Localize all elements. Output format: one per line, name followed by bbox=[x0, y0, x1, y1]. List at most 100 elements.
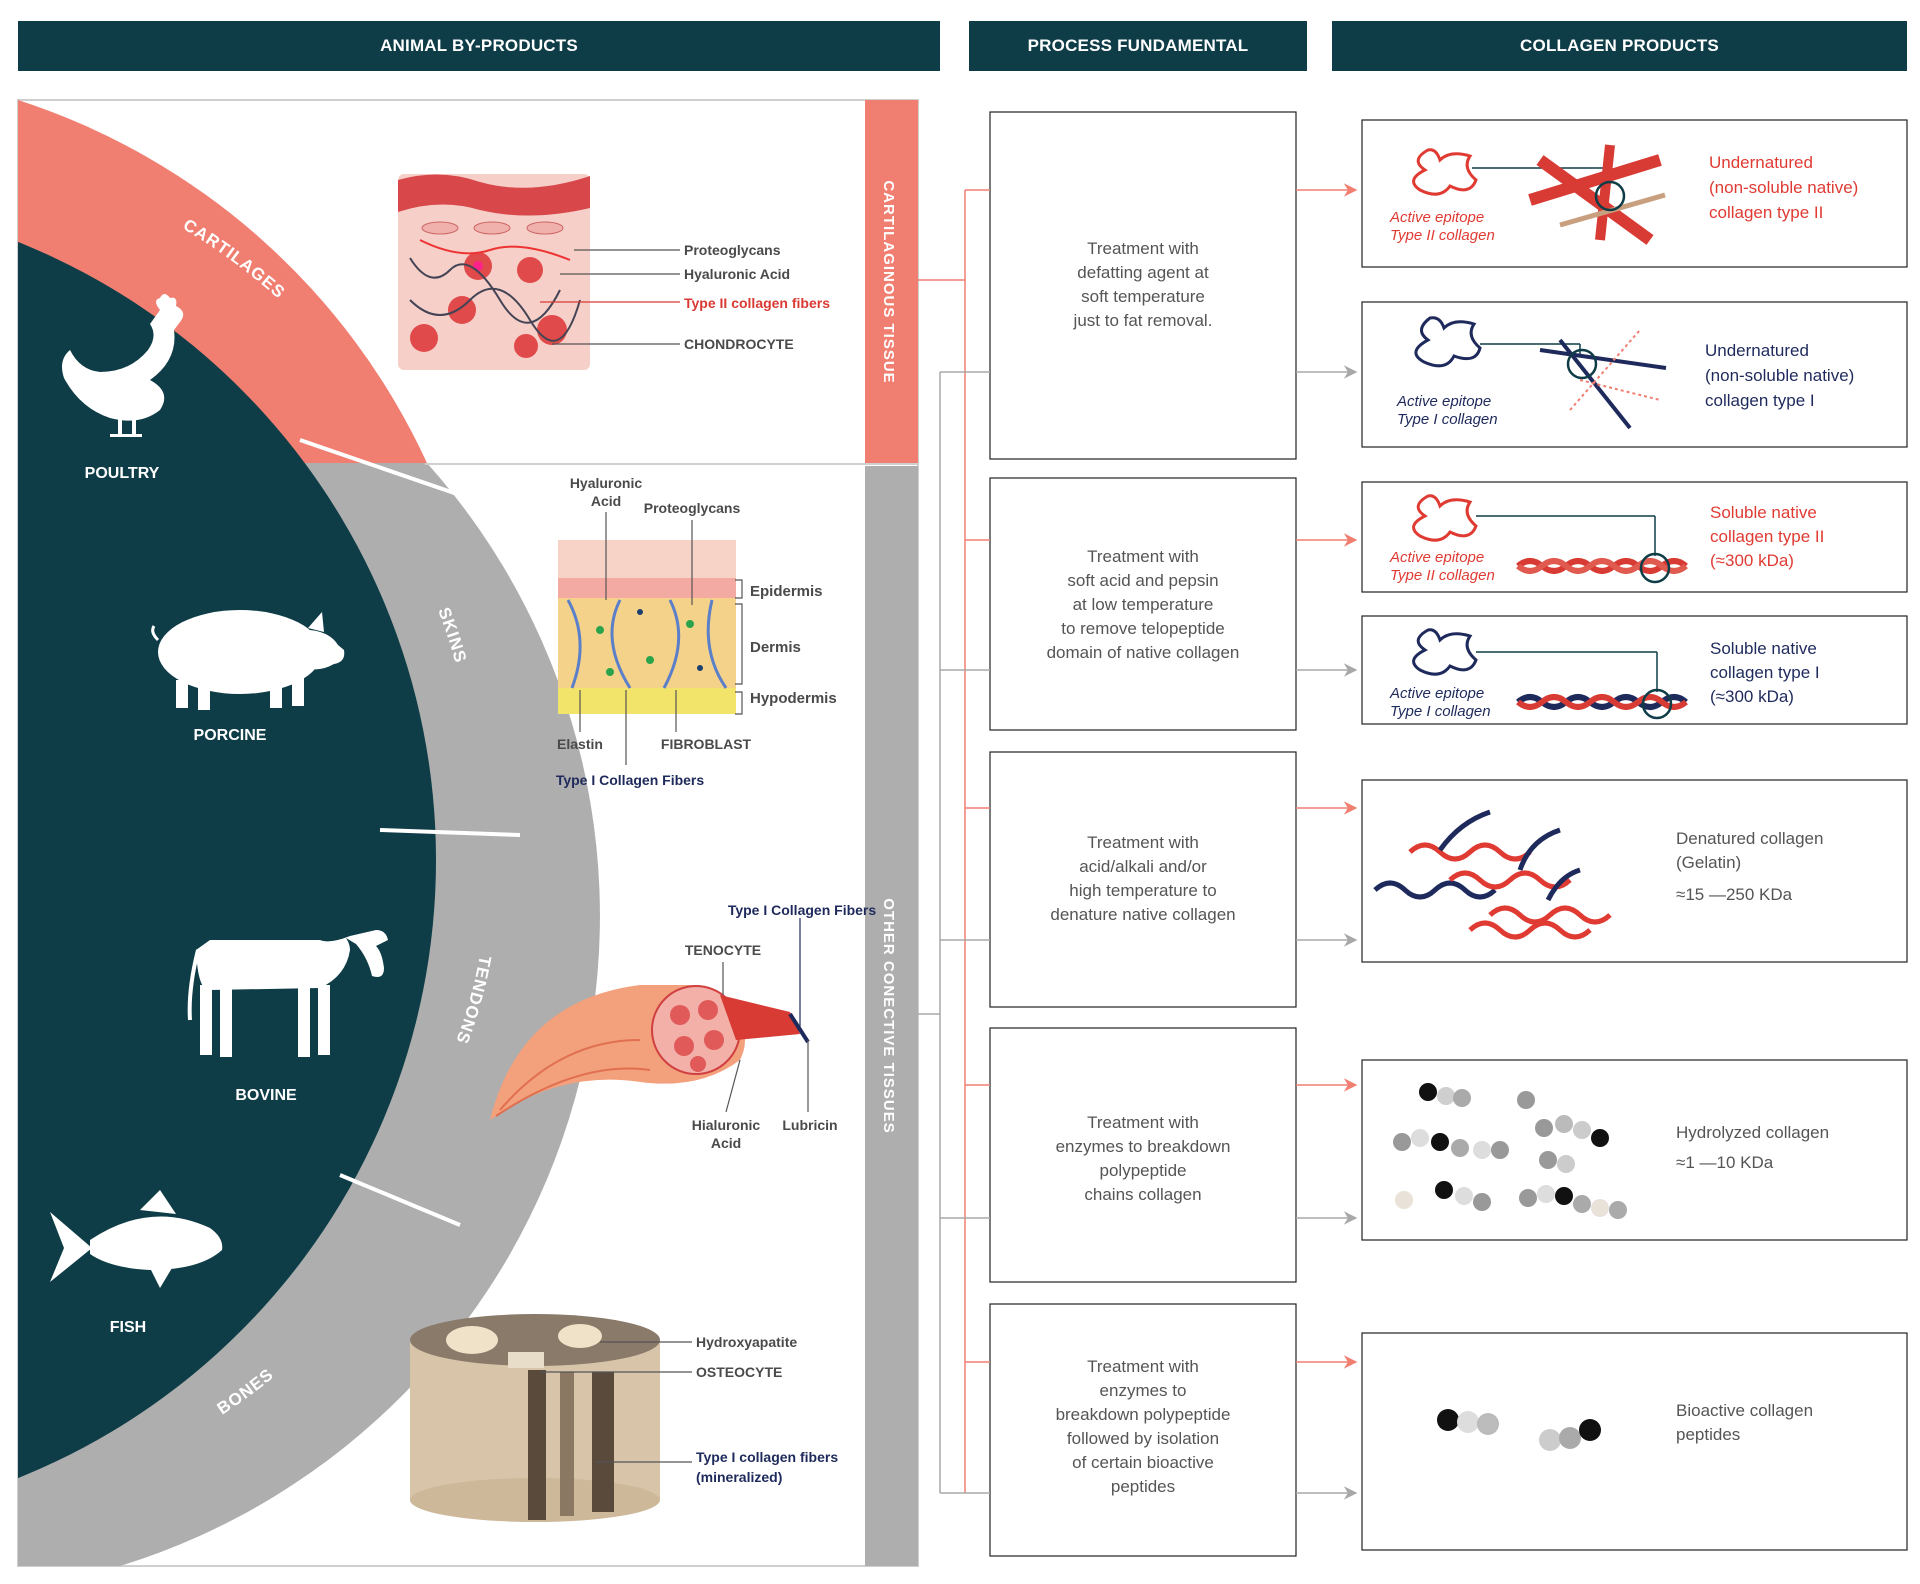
svg-text:domain of native collagen: domain of native collagen bbox=[1047, 643, 1240, 662]
svg-text:at low temperature: at low temperature bbox=[1073, 595, 1214, 614]
epitope-label-type-ii-1b: Type II collagen bbox=[1390, 227, 1495, 244]
product-box-2 bbox=[1361, 301, 1908, 448]
process-text-1: Treatment with defatting agent at soft t… bbox=[1073, 239, 1213, 330]
skin-illustration bbox=[558, 540, 736, 714]
label-hydroxyapatite: Hydroxyapatite bbox=[696, 1334, 797, 1350]
process-text-2: Treatment with soft acid and pepsin at l… bbox=[1047, 547, 1240, 662]
product-5-line-2: (Gelatin) bbox=[1676, 853, 1741, 872]
product-4-line-3: (≈300 kDa) bbox=[1710, 687, 1794, 706]
label-epidermis: Epidermis bbox=[750, 583, 823, 600]
svg-text:chains collagen: chains collagen bbox=[1084, 1185, 1201, 1204]
band-other-conective bbox=[865, 466, 918, 1566]
svg-text:high temperature to: high temperature to bbox=[1069, 881, 1216, 900]
product-7-line-2: peptides bbox=[1676, 1425, 1740, 1444]
label-hypodermis: Hypodermis bbox=[750, 690, 837, 707]
label-skin-acid: Acid bbox=[591, 493, 621, 509]
label-elastin: Elastin bbox=[557, 736, 603, 752]
band-cartilaginous bbox=[865, 100, 918, 463]
hydrolyzed-peptide-beads bbox=[1393, 1083, 1627, 1219]
epitope-label-type-ii-3b: Type II collagen bbox=[1390, 567, 1495, 584]
product-box-1 bbox=[1361, 119, 1908, 268]
band-label-cartilaginous: CARTILAGINOUS TISSUE bbox=[880, 180, 897, 383]
epitope-type-ii-icon-2 bbox=[1412, 494, 1478, 542]
bone-illustration bbox=[410, 1314, 660, 1522]
svg-text:Treatment with: Treatment with bbox=[1087, 239, 1199, 258]
label-tenocyte: TENOCYTE bbox=[685, 942, 761, 958]
product-5-line-1: Denatured collagen bbox=[1676, 829, 1823, 848]
label-skin-type-i-collagen: Type I Collagen Fibers bbox=[556, 772, 705, 788]
gelatin-chains bbox=[1373, 809, 1612, 940]
svg-text:acid/alkali and/or: acid/alkali and/or bbox=[1079, 857, 1207, 876]
label-dermis: Dermis bbox=[750, 639, 801, 656]
product-3-line-3: (≈300 kDa) bbox=[1710, 551, 1794, 570]
svg-text:Treatment with: Treatment with bbox=[1087, 1357, 1199, 1376]
epitope-label-type-ii-1: Active epitope bbox=[1389, 209, 1484, 226]
label-hyaluronic-acid: Hyaluronic Acid bbox=[684, 266, 790, 282]
soluble-type-ii-triple-helix bbox=[1516, 552, 1688, 584]
product-2-line-2: (non-soluble native) bbox=[1705, 366, 1854, 385]
svg-text:peptides: peptides bbox=[1111, 1477, 1175, 1496]
epitope-label-type-i-4b: Type I collagen bbox=[1390, 703, 1491, 720]
label-lubricin: Lubricin bbox=[782, 1117, 837, 1133]
product-4-line-1: Soluble native bbox=[1710, 639, 1817, 658]
label-osteocyte: OSTEOCYTE bbox=[696, 1364, 782, 1380]
svg-text:enzymes to: enzymes to bbox=[1100, 1381, 1187, 1400]
product-1-line-2: (non-soluble native) bbox=[1709, 178, 1858, 197]
label-hialuronic: Hialuronic bbox=[692, 1117, 761, 1133]
process-box-1 bbox=[989, 111, 1297, 460]
animal-label-poultry: POULTRY bbox=[85, 465, 160, 482]
header-animal-by-products: ANIMAL BY-PRODUCTS bbox=[18, 21, 940, 71]
svg-text:Treatment with: Treatment with bbox=[1087, 833, 1199, 852]
process-box-5 bbox=[989, 1303, 1297, 1557]
label-hialuronic-acid: Acid bbox=[711, 1135, 741, 1151]
product-4-line-2: collagen type I bbox=[1710, 663, 1820, 682]
cow-icon bbox=[187, 930, 388, 1057]
type-i-fibril-bundle bbox=[1539, 329, 1667, 430]
label-chondrocyte: CHONDROCYTE bbox=[684, 336, 794, 352]
process-text-3: Treatment with acid/alkali and/or high t… bbox=[1050, 833, 1235, 924]
label-skin-hyaluronic: Hyaluronic bbox=[570, 475, 643, 491]
label-mineralized: (mineralized) bbox=[696, 1469, 782, 1485]
epitope-type-ii-icon bbox=[1412, 148, 1478, 196]
product-2-line-3: collagen type I bbox=[1705, 391, 1815, 410]
svg-text:defatting agent at: defatting agent at bbox=[1077, 263, 1209, 282]
svg-text:enzymes to breakdown: enzymes to breakdown bbox=[1056, 1137, 1231, 1156]
epitope-label-type-i-4: Active epitope bbox=[1389, 685, 1484, 702]
header-collagen-products: COLLAGEN PRODUCTS bbox=[1332, 21, 1907, 71]
product-box-7 bbox=[1361, 1332, 1908, 1551]
band-label-other-conective: OTHER CONECTIVE TISSUES bbox=[880, 898, 897, 1134]
animal-label-porcine: PORCINE bbox=[194, 727, 267, 744]
animal-label-fish: FISH bbox=[110, 1319, 146, 1336]
product-2-line-1: Undernatured bbox=[1705, 341, 1809, 360]
animal-label-bovine: BOVINE bbox=[235, 1087, 297, 1104]
svg-text:Treatment with: Treatment with bbox=[1087, 1113, 1199, 1132]
process-text-4: Treatment with enzymes to breakdown poly… bbox=[1056, 1113, 1231, 1204]
epitope-type-i-icon bbox=[1414, 316, 1482, 368]
epitope-label-type-ii-3: Active epitope bbox=[1389, 549, 1484, 566]
svg-text:soft temperature: soft temperature bbox=[1081, 287, 1205, 306]
header-process-fundamental: PROCESS FUNDAMENTAL bbox=[969, 21, 1307, 71]
svg-text:just to fat removal.: just to fat removal. bbox=[1073, 311, 1213, 330]
cartilage-illustration bbox=[398, 174, 590, 370]
product-6-line-2: ≈1 —10 KDa bbox=[1676, 1153, 1774, 1172]
product-1-line-1: Undernatured bbox=[1709, 153, 1813, 172]
svg-text:polypeptide: polypeptide bbox=[1100, 1161, 1187, 1180]
soluble-type-i-triple-helix bbox=[1516, 688, 1688, 720]
fish-icon bbox=[50, 1190, 223, 1288]
label-tendon-type-i-collagen: Type I Collagen Fibers bbox=[728, 902, 877, 918]
dark-half-circle bbox=[18, 242, 436, 1478]
product-box-5 bbox=[1361, 779, 1908, 963]
product-7-line-1: Bioactive collagen bbox=[1676, 1401, 1813, 1420]
product-3-line-1: Soluble native bbox=[1710, 503, 1817, 522]
label-bone-type-i-collagen: Type I collagen fibers bbox=[696, 1449, 838, 1465]
process-box-3 bbox=[989, 751, 1297, 1008]
svg-text:followed by isolation: followed by isolation bbox=[1067, 1429, 1219, 1448]
process-box-2 bbox=[989, 477, 1297, 731]
epitope-type-i-icon-2 bbox=[1412, 628, 1478, 676]
process-box-4 bbox=[989, 1027, 1297, 1283]
bioactive-peptide-beads bbox=[1437, 1409, 1601, 1451]
type-ii-fibril-bundle bbox=[1528, 144, 1666, 245]
svg-text:Treatment with: Treatment with bbox=[1087, 547, 1199, 566]
label-proteoglycans: Proteoglycans bbox=[684, 242, 781, 258]
label-fibroblast: FIBROBLAST bbox=[661, 736, 752, 752]
